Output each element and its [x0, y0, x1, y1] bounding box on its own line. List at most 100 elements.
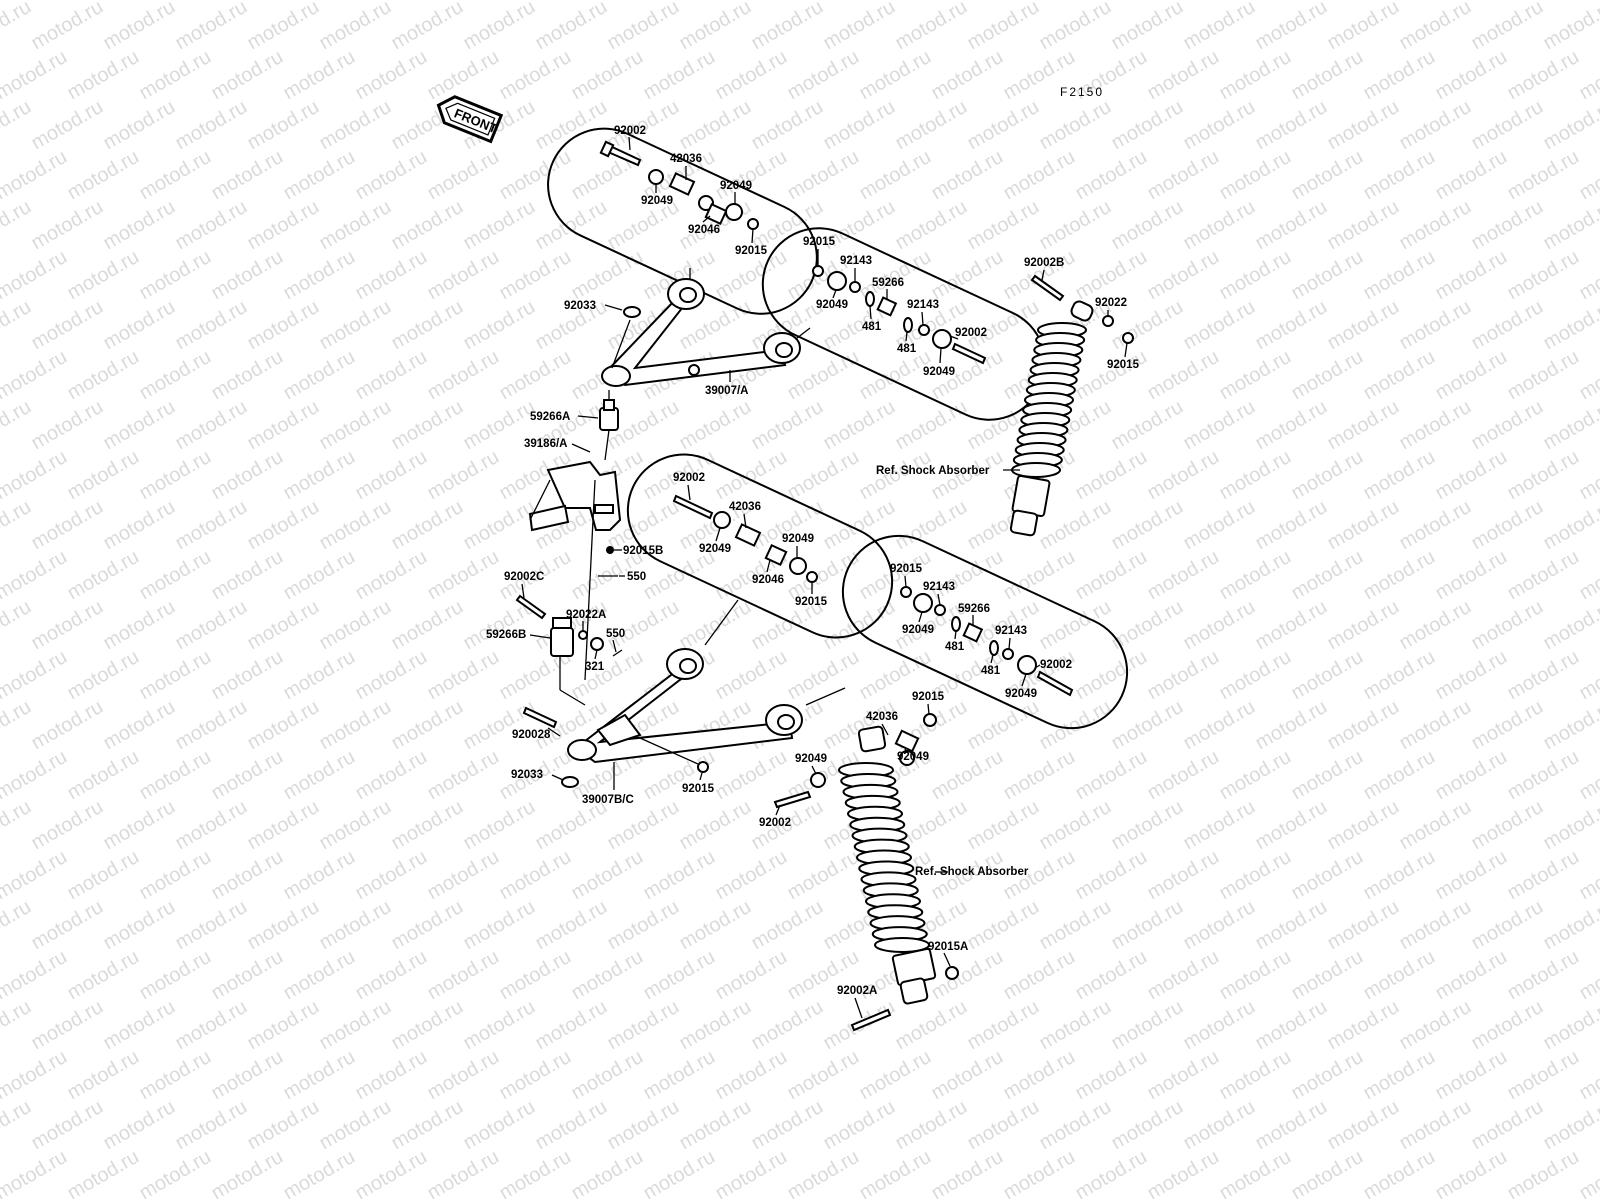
watermark-text: motod.ru: [0, 496, 35, 555]
watermark-text: motod.ru: [1216, 746, 1295, 805]
watermark-text: motod.ru: [1468, 796, 1547, 855]
watermark-text: motod.ru: [1144, 146, 1223, 205]
watermark-text: motod.ru: [136, 746, 215, 805]
watermark-text: motod.ru: [748, 996, 827, 1055]
watermark-text: motod.ru: [244, 596, 323, 655]
watermark-text: motod.ru: [208, 46, 287, 105]
watermark-text: motod.ru: [532, 996, 611, 1055]
watermark-text: motod.ru: [100, 896, 179, 955]
watermark-text: motod.ru: [604, 996, 683, 1055]
watermark-text: motod.ru: [1396, 996, 1475, 1055]
watermark-text: motod.ru: [676, 896, 755, 955]
watermark-text: motod.ru: [892, 196, 971, 255]
watermark-text: motod.ru: [1432, 0, 1511, 4]
watermark-text: motod.ru: [1504, 746, 1583, 805]
watermark-text: motod.ru: [1216, 546, 1295, 605]
watermark-text: motod.ru: [1144, 0, 1223, 4]
watermark-text: motod.ru: [532, 1096, 611, 1155]
watermark-text: motod.ru: [784, 1146, 863, 1200]
watermark-text: motod.ru: [1576, 1146, 1600, 1200]
label-550-a: 550: [627, 571, 646, 583]
watermark-text: motod.ru: [1396, 596, 1475, 655]
watermark-text: motod.ru: [460, 996, 539, 1055]
watermark-text: motod.ru: [424, 946, 503, 1005]
watermark-text: motod.ru: [1396, 896, 1475, 955]
label-920028: 920028: [512, 729, 551, 741]
watermark-text: motod.ru: [1036, 1196, 1115, 1200]
watermark-text: motod.ru: [244, 1196, 323, 1200]
watermark-text: motod.ru: [676, 1196, 755, 1200]
watermark-text: motod.ru: [136, 846, 215, 905]
watermark-text: motod.ru: [1000, 246, 1079, 305]
watermark-text: motod.ru: [1396, 196, 1475, 255]
label-ref-shock-lower: Ref. Shock Absorber: [915, 866, 1029, 878]
watermark-text: motod.ru: [172, 196, 251, 255]
watermark-text: motod.ru: [1072, 646, 1151, 705]
watermark-text: motod.ru: [28, 996, 107, 1055]
watermark-text: motod.ru: [1288, 0, 1367, 4]
watermark-text: motod.ru: [244, 296, 323, 355]
watermark-text: motod.ru: [1396, 1196, 1475, 1200]
label-92015-shock-lower: 92015: [912, 691, 945, 703]
watermark-text: motod.ru: [1396, 696, 1475, 755]
watermark-text: motod.ru: [316, 896, 395, 955]
watermark-text: motod.ru: [1180, 796, 1259, 855]
watermark-text: motod.ru: [28, 96, 107, 155]
watermark-text: motod.ru: [100, 0, 179, 54]
watermark-text: motod.ru: [352, 346, 431, 405]
watermark-text: motod.ru: [928, 946, 1007, 1005]
upper-front-bushing-callout: [547, 127, 818, 315]
watermark-text: motod.ru: [100, 596, 179, 655]
watermark-text: motod.ru: [424, 1146, 503, 1200]
watermark-text: motod.ru: [28, 696, 107, 755]
watermark-text: motod.ru: [0, 846, 71, 905]
watermark-text: motod.ru: [496, 46, 575, 105]
label-481-lr-b: 481: [981, 665, 1001, 677]
watermark-text: motod.ru: [64, 346, 143, 405]
watermark-text: motod.ru: [388, 496, 467, 555]
label-92049-lf-b: 92049: [782, 533, 814, 545]
watermark-text: motod.ru: [388, 796, 467, 855]
label-92033-lower: 92033: [511, 769, 543, 781]
label-92002-shock-lower: 92002: [759, 817, 791, 829]
watermark-text: motod.ru: [640, 1146, 719, 1200]
watermark-text: motod.ru: [244, 996, 323, 1055]
watermark-text: motod.ru: [208, 0, 287, 4]
watermark-text: motod.ru: [1324, 896, 1403, 955]
watermark-text: motod.ru: [28, 1196, 107, 1200]
watermark-text: motod.ru: [352, 46, 431, 105]
watermark-text: motod.ru: [1396, 496, 1475, 555]
watermark-text: motod.ru: [1252, 196, 1331, 255]
watermark-text: motod.ru: [1252, 1196, 1331, 1200]
watermark-text: motod.ru: [208, 346, 287, 405]
watermark-text: motod.ru: [0, 596, 35, 655]
watermark-text: motod.ru: [856, 46, 935, 105]
watermark-text: motod.ru: [784, 446, 863, 505]
label-59266b: 59266B: [486, 629, 526, 641]
watermark-text: motod.ru: [352, 946, 431, 1005]
watermark-text: motod.ru: [1036, 1096, 1115, 1155]
label-92002b-shock: 92002B: [1024, 257, 1064, 269]
watermark-text: motod.ru: [676, 96, 755, 155]
watermark-text: motod.ru: [964, 0, 1043, 54]
watermark-text: motod.ru: [1072, 1046, 1151, 1105]
label-92015-arm: 92015: [682, 783, 715, 795]
watermark-text: motod.ru: [64, 246, 143, 305]
watermark-text: motod.ru: [64, 1146, 143, 1200]
watermark-text: motod.ru: [1252, 296, 1331, 355]
watermark-text: motod.ru: [0, 646, 71, 705]
watermark-text: motod.ru: [1324, 0, 1403, 54]
watermark-text: motod.ru: [784, 146, 863, 205]
watermark-text: motod.ru: [352, 1146, 431, 1200]
watermark-text: motod.ru: [1360, 846, 1439, 905]
watermark-text: motod.ru: [820, 96, 899, 155]
watermark-text: motod.ru: [1144, 446, 1223, 505]
watermark-text: motod.ru: [0, 946, 71, 1005]
watermark-text: motod.ru: [28, 796, 107, 855]
watermark-text: motod.ru: [1504, 1046, 1583, 1105]
watermark-text: motod.ru: [1360, 146, 1439, 205]
watermark-text: motod.ru: [1360, 1146, 1439, 1200]
watermark-text: motod.ru: [1540, 196, 1600, 255]
watermark-text: motod.ru: [604, 896, 683, 955]
watermark-text: motod.ru: [1144, 746, 1223, 805]
